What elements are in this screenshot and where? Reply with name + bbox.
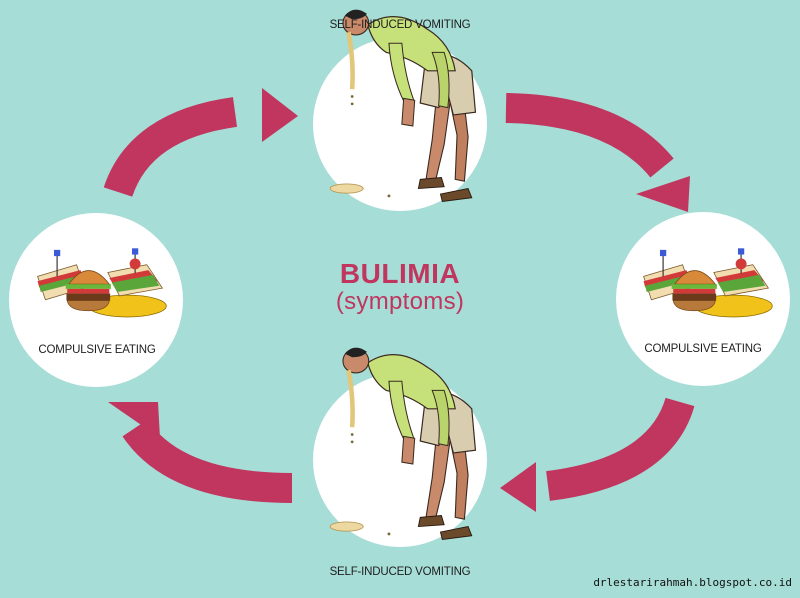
arrow-right-to-bottom-head xyxy=(500,462,536,512)
diagram-title: BULIMIA xyxy=(339,258,461,289)
arrow-left-to-top xyxy=(103,97,238,198)
source-credit: drlestarirahmah.blogspot.co.id xyxy=(593,576,792,589)
diagram-subtitle: (symptoms) xyxy=(335,288,465,315)
arrow-top-to-right-head xyxy=(636,176,690,212)
node-right xyxy=(616,212,790,386)
node-left xyxy=(9,213,183,387)
node-bottom-label: SELF-INDUCED VOMITING xyxy=(329,566,471,578)
node-top-label: SELF-INDUCED VOMITING xyxy=(329,19,471,31)
node-right-label: COMPULSIVE EATING xyxy=(644,343,762,355)
arrow-left-to-top-head xyxy=(262,88,298,142)
node-left-label: COMPULSIVE EATING xyxy=(38,344,156,356)
arrow-right-to-bottom xyxy=(546,397,695,501)
arrow-bottom-to-left-head xyxy=(108,402,160,438)
arrow-top-to-right xyxy=(505,93,674,178)
cycle-arrows xyxy=(103,88,695,512)
node-bottom xyxy=(313,348,487,547)
node-top xyxy=(313,10,487,211)
arrow-bottom-to-left xyxy=(122,419,293,503)
